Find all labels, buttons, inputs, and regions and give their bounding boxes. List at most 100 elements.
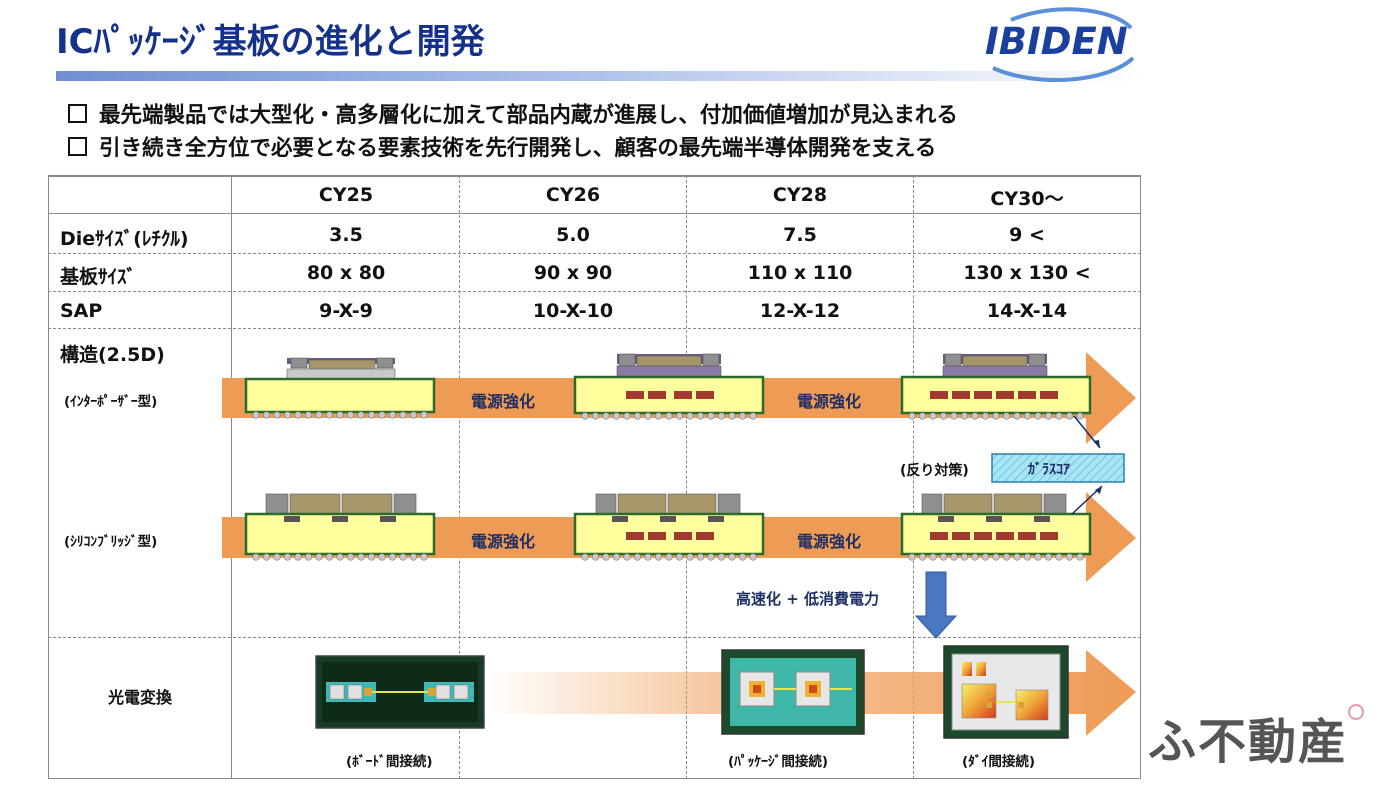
solder-bump xyxy=(388,411,397,419)
solder-bump xyxy=(591,553,600,561)
table-bottom-border xyxy=(48,778,1141,779)
solder-bump xyxy=(283,411,292,419)
solder-bump xyxy=(252,553,260,561)
watermark-text: ふ不動産 xyxy=(1148,714,1349,770)
solder-bump xyxy=(1023,553,1032,561)
solder-bump xyxy=(612,553,621,561)
table-cell: 7.5 xyxy=(783,224,817,246)
bullet-1-text: 最先端製品では大型化・高多層化に加えて部品内蔵が進展し、付加価値増加が見込まれる xyxy=(99,103,958,128)
solder-bump xyxy=(908,412,916,420)
solder-bump xyxy=(1055,412,1063,420)
column-divider xyxy=(459,175,460,779)
logo-swoosh-icon xyxy=(992,7,1135,82)
table-cell: 14-X-14 xyxy=(986,300,1068,322)
row-label-optical-conversion: 光電変換 xyxy=(108,688,173,707)
solder-bump xyxy=(315,411,323,419)
column-divider xyxy=(686,175,687,779)
power-enhancement-label: 電源強化 xyxy=(471,392,536,411)
solder-bump xyxy=(420,411,428,419)
solder-bump xyxy=(728,553,736,561)
solder-bump xyxy=(686,412,694,420)
solder-bump xyxy=(612,412,621,420)
page-title: ICﾊﾟｯｹｰｼﾞ基板の進化と開発 xyxy=(56,22,485,62)
solder-bump xyxy=(325,553,334,561)
row-divider xyxy=(48,328,1141,329)
solder-bump xyxy=(675,553,684,561)
table-cell: 10-X-10 xyxy=(532,300,614,322)
solder-bump xyxy=(633,553,642,561)
solder-bump xyxy=(602,412,610,420)
solder-bump xyxy=(939,412,948,420)
solder-bump xyxy=(960,412,969,420)
solder-bump xyxy=(273,553,281,561)
table-cell: 80 x 80 xyxy=(306,262,386,284)
solder-bump xyxy=(749,412,757,420)
interposer-package-cy25 xyxy=(244,357,436,414)
row-divider xyxy=(48,637,1141,638)
checkbox-square-icon xyxy=(68,104,87,123)
interposer-type-label: (ｲﾝﾀｰﾎﾟｰｻﾞｰ型) xyxy=(64,394,158,410)
table-cell: 9-X-9 xyxy=(319,300,373,322)
ibiden-logo: IBIDEN xyxy=(983,6,1143,84)
table-top-border xyxy=(48,175,1141,177)
watermark: ふ不動産 xyxy=(1140,700,1390,780)
solder-bump xyxy=(252,411,260,419)
bullet-1: 最先端製品では大型化・高多層化に加えて部品内蔵が進展し、付加価値増加が見込まれる xyxy=(68,98,958,129)
row-label-die-size: Dieｻｲｽﾞ(ﾚﾁｸﾙ) xyxy=(60,228,189,250)
solder-bump xyxy=(304,553,313,561)
solder-bump xyxy=(1044,553,1053,561)
warp-countermeasure-label: (反り対策) xyxy=(900,463,969,479)
solder-bump xyxy=(262,553,271,561)
bullet-2: 引き続き全方位で必要となる要素技術を先行開発し、顧客の最先端半導体開発を支える xyxy=(68,131,936,162)
solder-bump xyxy=(950,553,958,561)
solder-bump xyxy=(717,553,726,561)
table-left-border xyxy=(48,175,49,779)
solder-bump xyxy=(409,553,418,561)
solder-bump xyxy=(918,412,927,420)
table-label-divider xyxy=(231,175,232,779)
solder-bump xyxy=(749,553,757,561)
sakura-icon xyxy=(1348,704,1364,720)
solder-bumps xyxy=(252,411,1084,561)
solder-bump xyxy=(918,553,927,561)
glass-core-label: ｶﾞﾗｽｺｱ xyxy=(1028,462,1070,478)
logo-text: IBIDEN xyxy=(985,20,1128,63)
solder-bump xyxy=(738,553,747,561)
glass-core-box xyxy=(991,453,1125,483)
solder-bump xyxy=(696,412,705,420)
optical-die-connection-diagram xyxy=(943,645,1069,739)
column-divider xyxy=(913,175,914,779)
title-underline xyxy=(56,71,1146,81)
solder-bump xyxy=(686,553,694,561)
table-cell: 5.0 xyxy=(556,224,590,246)
package-connection-label: (ﾊﾟｯｹｰｼﾞ間接続) xyxy=(728,754,829,770)
column-header-cy28: CY28 xyxy=(772,184,828,206)
solder-bump xyxy=(1076,553,1084,561)
solder-bump xyxy=(992,412,1000,420)
row-label-sap: SAP xyxy=(60,300,103,322)
solder-bump xyxy=(908,553,916,561)
solder-bump xyxy=(707,553,715,561)
solder-bump xyxy=(929,412,937,420)
solder-bump xyxy=(325,411,334,419)
solder-bump xyxy=(346,553,355,561)
solder-bump xyxy=(304,411,313,419)
solder-bump xyxy=(409,411,418,419)
solder-bump xyxy=(346,411,355,419)
solder-bump xyxy=(728,412,736,420)
solder-bump xyxy=(1002,553,1011,561)
power-enhancement-label: 電源強化 xyxy=(797,532,862,551)
solder-bump xyxy=(971,553,979,561)
power-enhancement-label: 電源強化 xyxy=(471,532,536,551)
column-header-cy25: CY25 xyxy=(318,184,374,206)
solder-bump xyxy=(633,412,642,420)
solder-bump xyxy=(717,412,726,420)
solder-bump xyxy=(1002,412,1011,420)
solder-bump xyxy=(1034,412,1042,420)
solder-bump xyxy=(981,553,990,561)
solder-bump xyxy=(591,412,600,420)
solder-bump xyxy=(1013,412,1021,420)
table-cell: 130 x 130 < xyxy=(963,262,1091,284)
solder-bump xyxy=(696,553,705,561)
table-cell: 9 < xyxy=(1009,224,1045,246)
